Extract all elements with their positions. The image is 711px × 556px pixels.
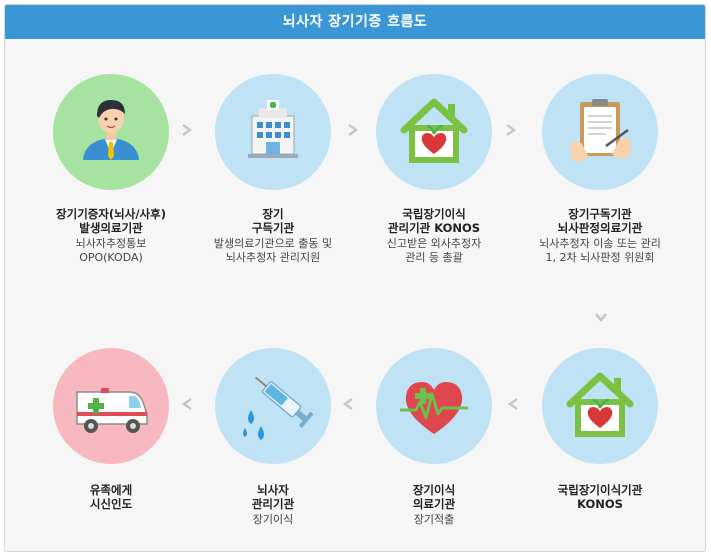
- procurement-step-circle: [215, 74, 331, 190]
- chevron-down-icon: [595, 313, 607, 322]
- transplant-hospital-step-desc: 장기적출: [413, 513, 455, 526]
- ambulance-icon: [76, 388, 148, 433]
- heart-cross-icon: [400, 382, 468, 434]
- clipboard-hands-icon: [570, 99, 630, 162]
- brain-death-step-circle: [542, 74, 658, 190]
- body-return-step-circle: [53, 348, 169, 464]
- green-house-heart-icon: [400, 98, 468, 163]
- konos-step-circle: [376, 74, 492, 190]
- donor-person-icon: [83, 100, 139, 160]
- chevron-right-icon: [182, 123, 193, 137]
- chevron-left-icon: [507, 397, 518, 411]
- brain-dead-management-step-desc: 장기이식: [252, 513, 294, 526]
- chevron-left-icon: [181, 397, 192, 411]
- konos-agency-step-circle: [542, 348, 658, 464]
- donor-step-circle: [53, 74, 169, 190]
- page-title: 뇌사자 장기기증 흐름도: [5, 5, 705, 39]
- brain-dead-management-step-circle: [215, 348, 331, 464]
- chevron-right-icon: [348, 123, 359, 137]
- chevron-left-icon: [342, 397, 353, 411]
- chevron-right-icon: [506, 123, 517, 137]
- transplant-hospital-step-circle: [376, 348, 492, 464]
- hospital-building-icon: [248, 100, 298, 158]
- donor-step-title: 장기기증자(뇌사/사후)발생의료기관: [56, 207, 166, 235]
- green-house-heart-icon: [566, 372, 634, 437]
- syringe-drops-icon: [243, 376, 314, 440]
